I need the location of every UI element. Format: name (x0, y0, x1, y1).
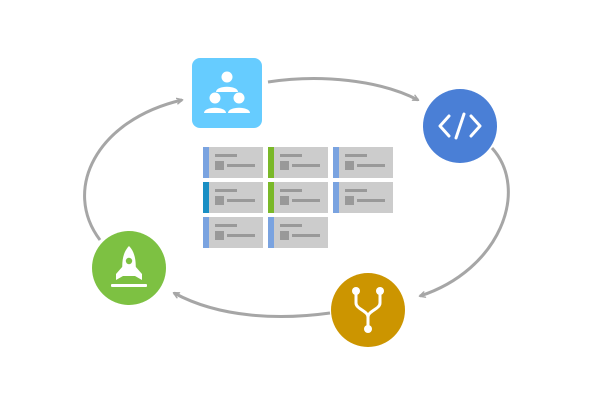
team-node (192, 58, 262, 128)
card-placeholder-line (280, 224, 302, 227)
card-stripe (268, 217, 274, 248)
board-card (268, 147, 328, 178)
arrow-code-to-branch (418, 146, 510, 298)
kanban-board (203, 147, 393, 251)
card-placeholder-icon (215, 161, 224, 170)
card-placeholder-icon (280, 231, 289, 240)
arrow-launch-to-team (83, 97, 184, 241)
card-placeholder-line (345, 189, 367, 192)
branch-node (331, 273, 405, 347)
card-placeholder-line (292, 164, 320, 167)
code-node (423, 89, 497, 163)
team-icon (204, 71, 250, 113)
code-brackets-icon (438, 112, 482, 140)
board-card (333, 182, 393, 213)
card-placeholder-icon (215, 231, 224, 240)
card-placeholder-icon (280, 161, 289, 170)
board-card (268, 217, 328, 248)
card-placeholder-line (280, 154, 302, 157)
card-placeholder-line (215, 224, 237, 227)
card-placeholder-line (345, 154, 367, 157)
card-stripe (203, 147, 209, 178)
card-placeholder-icon (215, 196, 224, 205)
card-placeholder-line (357, 164, 385, 167)
card-stripe (203, 217, 209, 248)
card-stripe (203, 182, 209, 213)
card-stripe (333, 182, 339, 213)
card-placeholder-icon (345, 161, 354, 170)
card-stripe (333, 147, 339, 178)
board-card (268, 182, 328, 213)
git-branch-icon (352, 287, 384, 333)
card-placeholder-line (227, 234, 255, 237)
rocket-launch-icon (111, 246, 147, 287)
board-card (333, 147, 393, 178)
card-placeholder-line (292, 234, 320, 237)
arrow-team-to-code (267, 77, 420, 102)
launch-node (92, 231, 166, 305)
card-placeholder-line (215, 154, 237, 157)
card-placeholder-icon (280, 196, 289, 205)
card-placeholder-line (227, 164, 255, 167)
card-placeholder-line (292, 199, 320, 202)
card-placeholder-line (280, 189, 302, 192)
card-stripe (268, 147, 274, 178)
board-card (203, 147, 263, 178)
card-placeholder-line (215, 189, 237, 192)
card-placeholder-line (227, 199, 255, 202)
card-placeholder-icon (345, 196, 354, 205)
board-card (203, 182, 263, 213)
arrow-branch-to-launch (172, 291, 331, 318)
card-placeholder-line (357, 199, 385, 202)
board-card (203, 217, 263, 248)
card-stripe (268, 182, 274, 213)
